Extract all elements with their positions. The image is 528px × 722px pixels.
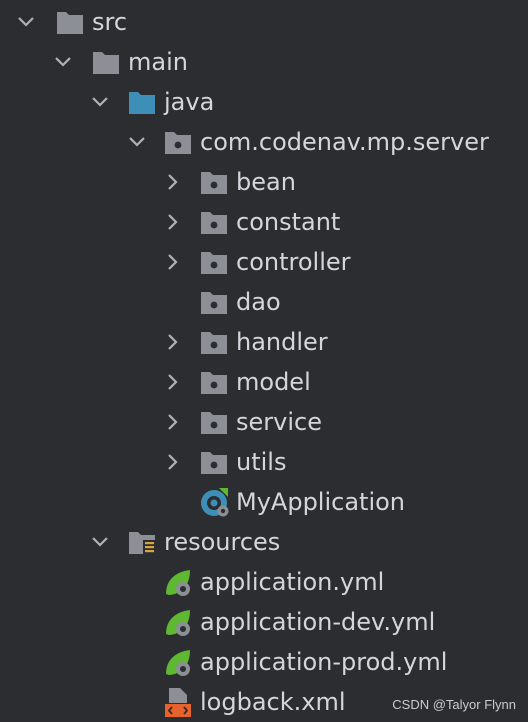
tree-node-label: bean bbox=[236, 168, 296, 196]
package-icon bbox=[201, 412, 227, 434]
chevron-right-icon[interactable] bbox=[163, 172, 183, 192]
tree-node-label: handler bbox=[236, 328, 328, 356]
chevron-down-icon[interactable] bbox=[53, 52, 73, 72]
chevron-right-icon[interactable] bbox=[163, 452, 183, 472]
tree-node-dao[interactable]: dao bbox=[0, 282, 528, 322]
tree-node-label: logback.xml bbox=[200, 688, 346, 716]
tree-node-main[interactable]: main bbox=[0, 42, 528, 82]
source-folder-icon bbox=[129, 92, 155, 114]
tree-node-label: controller bbox=[236, 248, 351, 276]
tree-node-myapplication[interactable]: MyApplication bbox=[0, 482, 528, 522]
tree-node-label: model bbox=[236, 368, 311, 396]
tree-node-java[interactable]: java bbox=[0, 82, 528, 122]
tree-node-label: constant bbox=[236, 208, 341, 236]
tree-node-label: com.codenav.mp.server bbox=[200, 128, 489, 156]
package-icon bbox=[201, 172, 227, 194]
tree-node-handler[interactable]: handler bbox=[0, 322, 528, 362]
package-icon bbox=[201, 252, 227, 274]
resources-folder-icon bbox=[129, 532, 155, 554]
tree-node-constant[interactable]: constant bbox=[0, 202, 528, 242]
watermark-text: CSDN @Talyor Flynn bbox=[392, 697, 516, 712]
chevron-down-icon[interactable] bbox=[90, 92, 110, 112]
tree-node-label: application.yml bbox=[200, 568, 385, 596]
tree-node-label: service bbox=[236, 408, 322, 436]
tree-node-label: dao bbox=[236, 288, 281, 316]
tree-node-application-prod-yml[interactable]: application-prod.yml bbox=[0, 642, 528, 682]
tree-node-package-root[interactable]: com.codenav.mp.server bbox=[0, 122, 528, 162]
tree-node-controller[interactable]: controller bbox=[0, 242, 528, 282]
package-icon bbox=[165, 132, 191, 154]
chevron-right-icon[interactable] bbox=[163, 252, 183, 272]
spring-config-icon bbox=[166, 650, 190, 676]
spring-config-icon bbox=[166, 610, 190, 636]
chevron-down-icon[interactable] bbox=[90, 532, 110, 552]
tree-node-utils[interactable]: utils bbox=[0, 442, 528, 482]
tree-node-label: resources bbox=[164, 528, 281, 556]
tree-node-service[interactable]: service bbox=[0, 402, 528, 442]
package-icon bbox=[201, 372, 227, 394]
package-icon bbox=[201, 452, 227, 474]
tree-node-label: java bbox=[164, 88, 215, 116]
tree-node-label: main bbox=[128, 48, 188, 76]
tree-node-model[interactable]: model bbox=[0, 362, 528, 402]
chevron-right-icon[interactable] bbox=[163, 412, 183, 432]
chevron-right-icon[interactable] bbox=[163, 212, 183, 232]
package-icon bbox=[201, 292, 227, 314]
folder-icon bbox=[57, 12, 83, 34]
tree-node-application-yml[interactable]: application.yml bbox=[0, 562, 528, 602]
tree-node-label: MyApplication bbox=[236, 488, 406, 516]
package-icon bbox=[201, 332, 227, 354]
chevron-down-icon[interactable] bbox=[16, 12, 36, 32]
tree-node-logback-xml[interactable]: logback.xml bbox=[0, 682, 528, 722]
spring-boot-app-icon bbox=[201, 488, 229, 517]
tree-node-label: utils bbox=[236, 448, 287, 476]
folder-icon bbox=[93, 52, 119, 74]
tree-node-label: src bbox=[92, 8, 128, 36]
tree-node-src[interactable]: src bbox=[0, 2, 528, 42]
chevron-right-icon[interactable] bbox=[163, 332, 183, 352]
tree-node-resources[interactable]: resources bbox=[0, 522, 528, 562]
chevron-right-icon[interactable] bbox=[163, 372, 183, 392]
tree-node-label: application-prod.yml bbox=[200, 648, 448, 676]
xml-file-icon bbox=[165, 688, 191, 717]
tree-node-bean[interactable]: bean bbox=[0, 162, 528, 202]
tree-node-application-dev-yml[interactable]: application-dev.yml bbox=[0, 602, 528, 642]
spring-config-icon bbox=[166, 570, 190, 596]
chevron-down-icon[interactable] bbox=[127, 132, 147, 152]
tree-node-label: application-dev.yml bbox=[200, 608, 436, 636]
package-icon bbox=[201, 212, 227, 234]
